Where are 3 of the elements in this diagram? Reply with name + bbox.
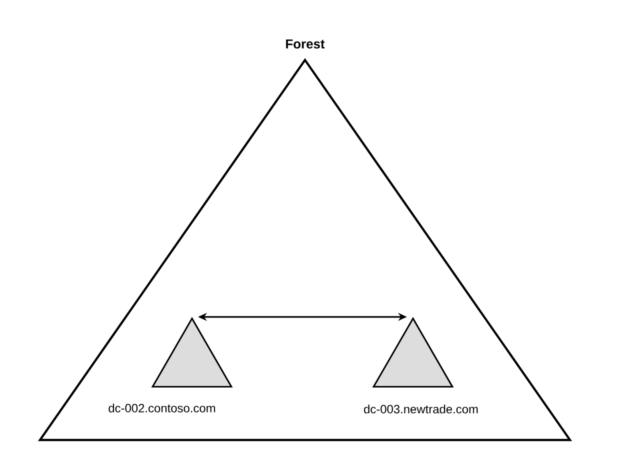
title: Forest [286, 39, 325, 48]
domain-label: dc-002.contoso.com [108, 404, 216, 412]
domain-label: dc-003.newtrade.com [364, 404, 478, 414]
